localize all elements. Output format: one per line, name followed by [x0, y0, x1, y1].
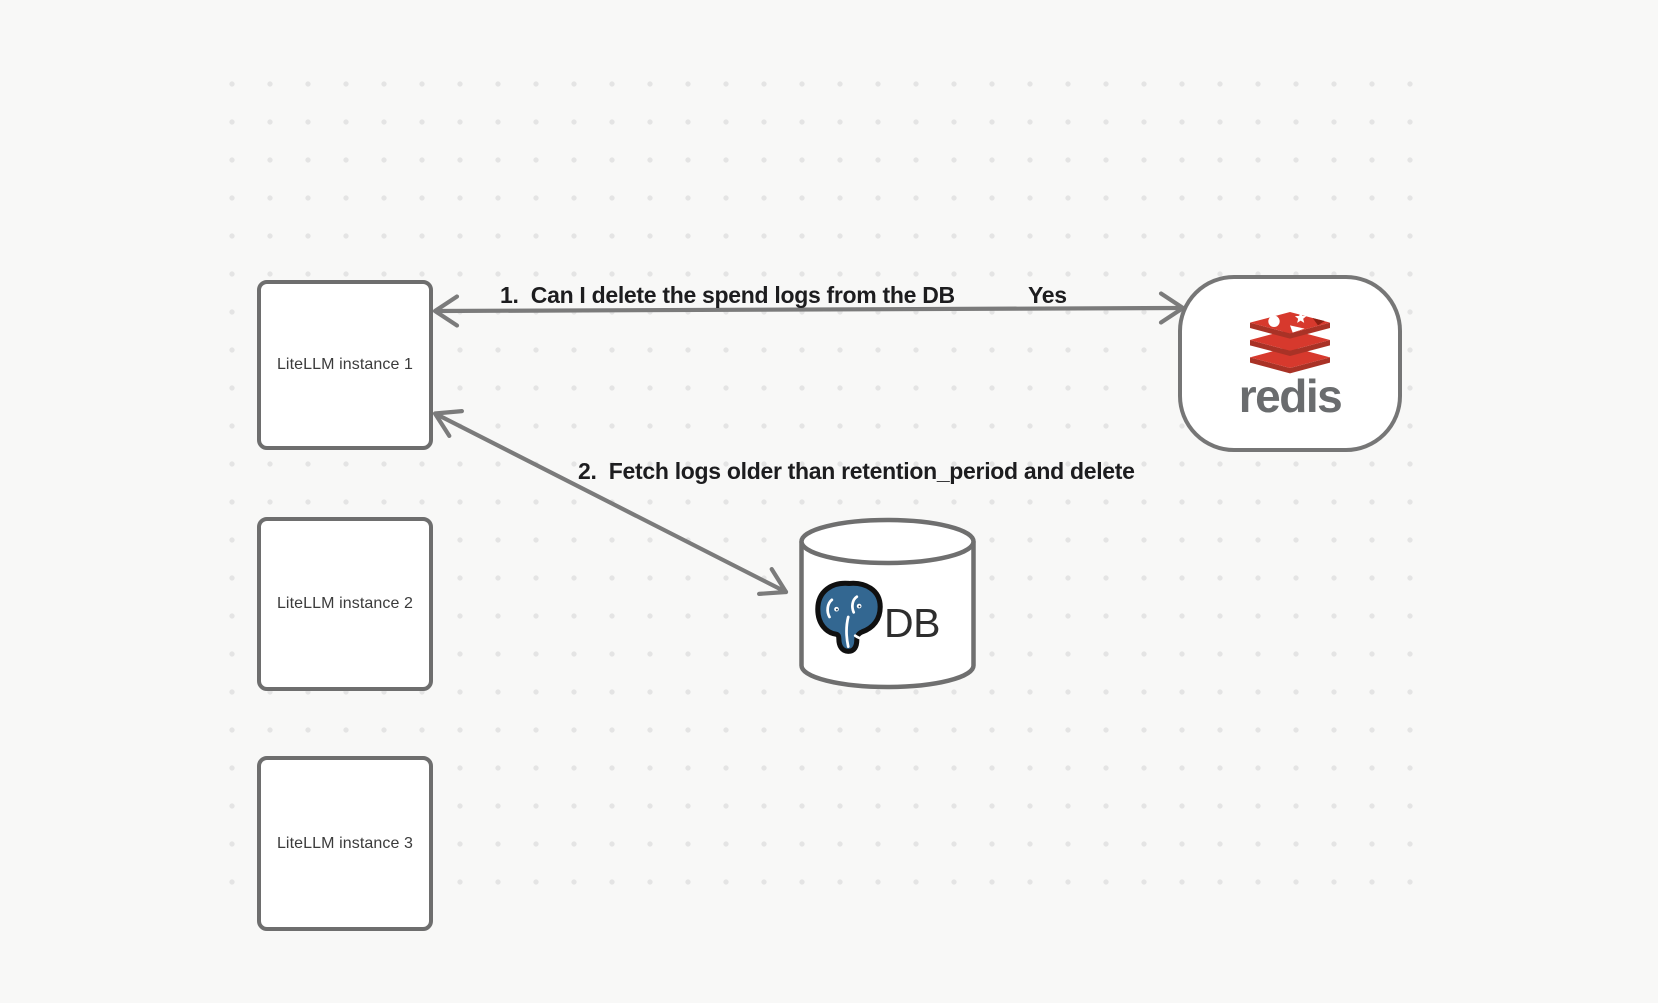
arrow1-shaft [434, 305, 1184, 314]
arrow-instance1-to-db[interactable] [432, 409, 789, 596]
litellm-instance-2-label: LiteLLM instance 2 [276, 595, 414, 612]
postgresql-elephant-icon [815, 580, 883, 654]
node-litellm-instance-1[interactable]: LiteLLM instance 1 [257, 280, 433, 450]
arrow2-top-arrowhead-icon [432, 409, 464, 438]
litellm-instance-1-label: LiteLLM instance 1 [276, 356, 414, 373]
node-litellm-instance-2[interactable]: LiteLLM instance 2 [257, 517, 433, 691]
redis-wordmark: redis [1238, 370, 1343, 423]
node-database[interactable]: DB [797, 516, 978, 691]
edge2-label[interactable]: 2. Fetch logs older than retention_perio… [578, 458, 1135, 484]
arrow1-left-arrowhead-icon [432, 294, 460, 328]
redis-stack-icon [1250, 312, 1330, 374]
arrow2-bottom-arrowhead-icon [757, 567, 789, 596]
db-label: DB [884, 600, 940, 646]
arrow2-shaft [433, 411, 789, 595]
litellm-instance-3-label: LiteLLM instance 3 [276, 834, 414, 852]
node-redis[interactable]: redis [1178, 275, 1402, 452]
node-litellm-instance-3[interactable]: LiteLLM instance 3 [257, 756, 433, 931]
edge1-label[interactable]: 1. Can I delete the spend logs from the … [500, 282, 955, 308]
edge1-response-label[interactable]: Yes [1028, 282, 1067, 308]
